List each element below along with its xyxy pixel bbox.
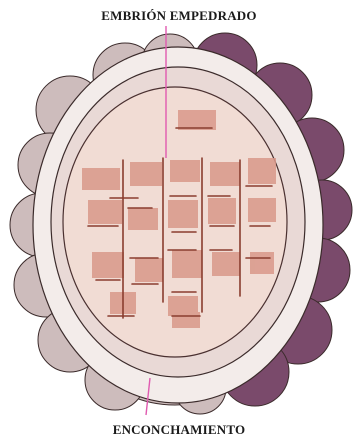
shell-label: ENCONCHAMIENTO (0, 422, 358, 438)
